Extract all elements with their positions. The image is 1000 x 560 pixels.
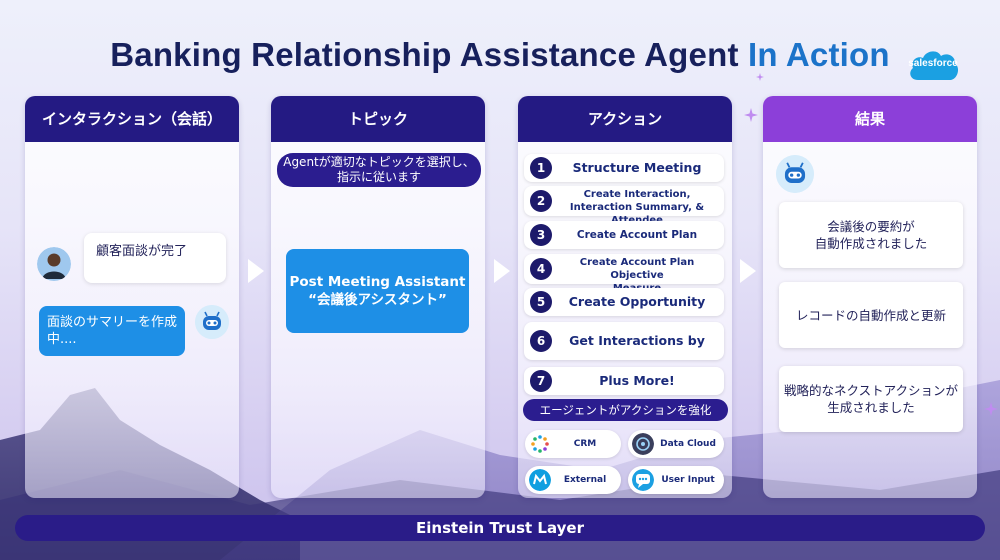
action-item[interactable]: 2 Create Interaction, Interaction Summar… <box>524 186 724 226</box>
cloud-icon <box>910 51 959 80</box>
result-panel-header: 結果 <box>763 96 977 142</box>
result-card: レコードの自動作成と更新 <box>779 282 963 348</box>
action-item[interactable]: 6 Get Interactions by Date <box>524 322 724 386</box>
salesforce-logo: salesforce <box>906 46 960 84</box>
agent-robot-icon <box>776 155 814 193</box>
page-title: Banking Relationship Assistance Agent In… <box>0 36 1000 74</box>
einstein-trust-layer: Einstein Trust Layer <box>15 515 985 541</box>
topic-panel-header: トピック <box>271 96 485 142</box>
arrow-right-icon <box>740 259 756 283</box>
sparkle-icon <box>756 73 764 81</box>
action-label: Plus More! <box>599 373 675 388</box>
step-number: 3 <box>530 224 552 246</box>
action-item[interactable]: 1 Structure Meeting Notes <box>524 154 724 203</box>
action-item[interactable]: 3 Create Account Plan Objective <box>524 221 724 269</box>
interaction-panel: インタラクション（会話） <box>25 96 239 498</box>
logo-text: salesforce <box>908 58 958 69</box>
result-text: 戦略的なネクストアクションが 生成されました <box>783 383 958 415</box>
sparkle-icon <box>984 402 998 416</box>
integration-external[interactable]: External <box>525 466 621 494</box>
topic-instruction: Agentが適切なトピックを選択し、 指示に従います <box>277 153 481 187</box>
crm-icon <box>529 433 551 455</box>
user-message-text: 顧客面談が完了 <box>96 244 188 259</box>
integration-label: User Input <box>661 475 715 485</box>
integration-label: External <box>563 475 607 485</box>
action-label: Create Opportunity <box>568 294 706 309</box>
interaction-panel-header: インタラクション（会話） <box>25 96 239 142</box>
action-item[interactable]: 7 Plus More! <box>524 367 724 395</box>
result-text: レコードの自動作成と更新 <box>795 307 946 323</box>
topic-instruction-text: Agentが適切なトピックを選択し、 指示に従います <box>283 155 475 184</box>
action-item[interactable]: 4 Create Account Plan Objective Measure <box>524 254 724 294</box>
data-cloud-icon <box>632 433 654 455</box>
sparkle-icon <box>744 108 758 122</box>
integration-data-cloud[interactable]: Data Cloud <box>628 430 724 458</box>
arrow-right-icon <box>248 259 264 283</box>
agent-message-text: 面談のサマリーを作成 中.... <box>47 315 178 347</box>
result-card: 会議後の要約が 自動作成されました <box>779 202 963 268</box>
step-number: 6 <box>530 330 552 352</box>
mulesoft-icon <box>529 469 551 491</box>
topic-name: Post Meeting Assistant “会議後アシスタント” <box>289 274 466 308</box>
agent-robot-icon <box>195 305 229 339</box>
integration-label: Data Cloud <box>660 439 716 449</box>
enhance-label: エージェントがアクションを強化 <box>523 399 728 421</box>
action-item[interactable]: 5 Create Opportunity <box>524 288 724 316</box>
arrow-right-icon <box>494 259 510 283</box>
action-label: Create Interaction, Interaction Summary,… <box>569 189 705 226</box>
user-avatar <box>37 247 71 281</box>
integration-crm[interactable]: CRM <box>525 430 621 458</box>
agent-message-bubble: 面談のサマリーを作成 中.... <box>39 306 185 356</box>
result-card: 戦略的なネクストアクションが 生成されました <box>779 366 963 432</box>
title-accent: In Action <box>748 36 890 73</box>
title-main: Banking Relationship Assistance Agent <box>110 36 749 73</box>
step-number: 2 <box>530 190 552 212</box>
step-number: 4 <box>530 258 552 280</box>
chat-icon <box>632 469 654 491</box>
integration-user-input[interactable]: User Input <box>628 466 724 494</box>
topic-card[interactable]: Post Meeting Assistant “会議後アシスタント” <box>286 249 469 333</box>
step-number: 5 <box>530 291 552 313</box>
integration-label: CRM <box>573 439 597 449</box>
step-number: 7 <box>530 370 552 392</box>
action-panel-header: アクション <box>518 96 732 142</box>
step-number: 1 <box>530 157 552 179</box>
result-text: 会議後の要約が 自動作成されました <box>814 219 928 251</box>
user-message-bubble: 顧客面談が完了 <box>84 233 226 283</box>
